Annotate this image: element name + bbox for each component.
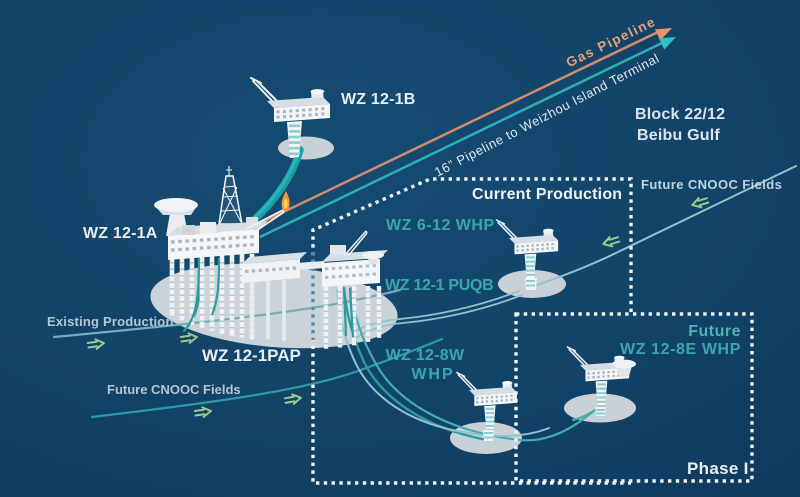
svg-text:WZ 12-1A: WZ 12-1A (83, 225, 158, 242)
svg-text:WZ 12-8E WHP: WZ 12-8E WHP (620, 341, 741, 358)
svg-text:Future: Future (688, 323, 741, 340)
svg-text:WZ 12-1 PUQB: WZ 12-1 PUQB (385, 277, 493, 294)
svg-text:Current Production: Current Production (472, 186, 622, 203)
svg-text:Existing Production: Existing Production (47, 314, 174, 329)
svg-text:Phase I: Phase I (687, 459, 749, 478)
svg-text:WZ 6-12 WHP: WZ 6-12 WHP (386, 217, 495, 234)
svg-text:WZ 12-1B: WZ 12-1B (341, 91, 416, 108)
svg-text:WHP: WHP (411, 366, 454, 383)
svg-text:Future CNOOC Fields: Future CNOOC Fields (641, 177, 782, 192)
svg-text:WZ 12-8W: WZ 12-8W (386, 347, 465, 364)
svg-text:WZ 12-1PAP: WZ 12-1PAP (202, 346, 301, 365)
svg-text:Future CNOOC Fields: Future CNOOC Fields (107, 382, 241, 397)
svg-text:Block 22/12: Block 22/12 (635, 106, 725, 123)
svg-text:Beibu Gulf: Beibu Gulf (637, 127, 720, 144)
